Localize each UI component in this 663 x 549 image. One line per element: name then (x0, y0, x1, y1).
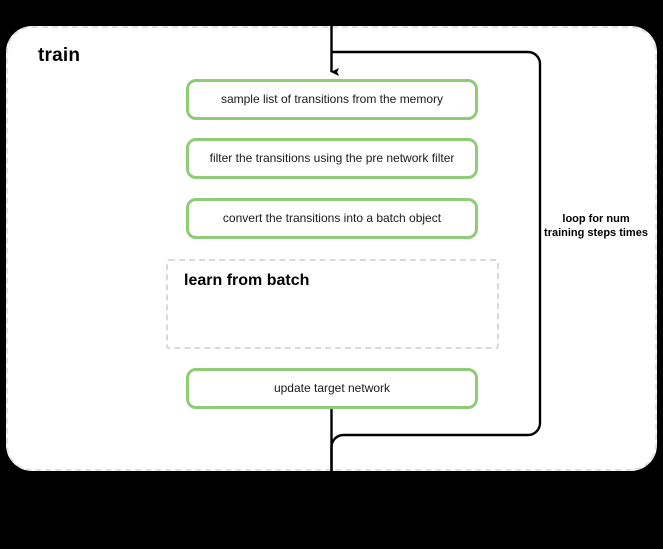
step-label-update-target-network: update target network (273, 381, 391, 396)
step-label-sample: sample list of transitions from the memo… (220, 92, 444, 107)
train-scope-title: train (38, 45, 81, 66)
step-node-filter[interactable]: filter the transitions using the pre net… (186, 138, 478, 179)
step-label-convert: convert the transitions into a batch obj… (222, 211, 442, 226)
step-node-convert[interactable]: convert the transitions into a batch obj… (186, 198, 478, 239)
step-node-sample[interactable]: sample list of transitions from the memo… (186, 79, 478, 120)
step-label-filter: filter the transitions using the pre net… (209, 151, 455, 166)
loop-annotation-label: loop for num training steps times (544, 213, 648, 240)
learn-from-batch-title: learn from batch (184, 272, 310, 289)
step-node-update-target-network[interactable]: update target network (186, 368, 478, 409)
learn-from-batch-subgraph[interactable]: learn from batch (166, 259, 499, 349)
